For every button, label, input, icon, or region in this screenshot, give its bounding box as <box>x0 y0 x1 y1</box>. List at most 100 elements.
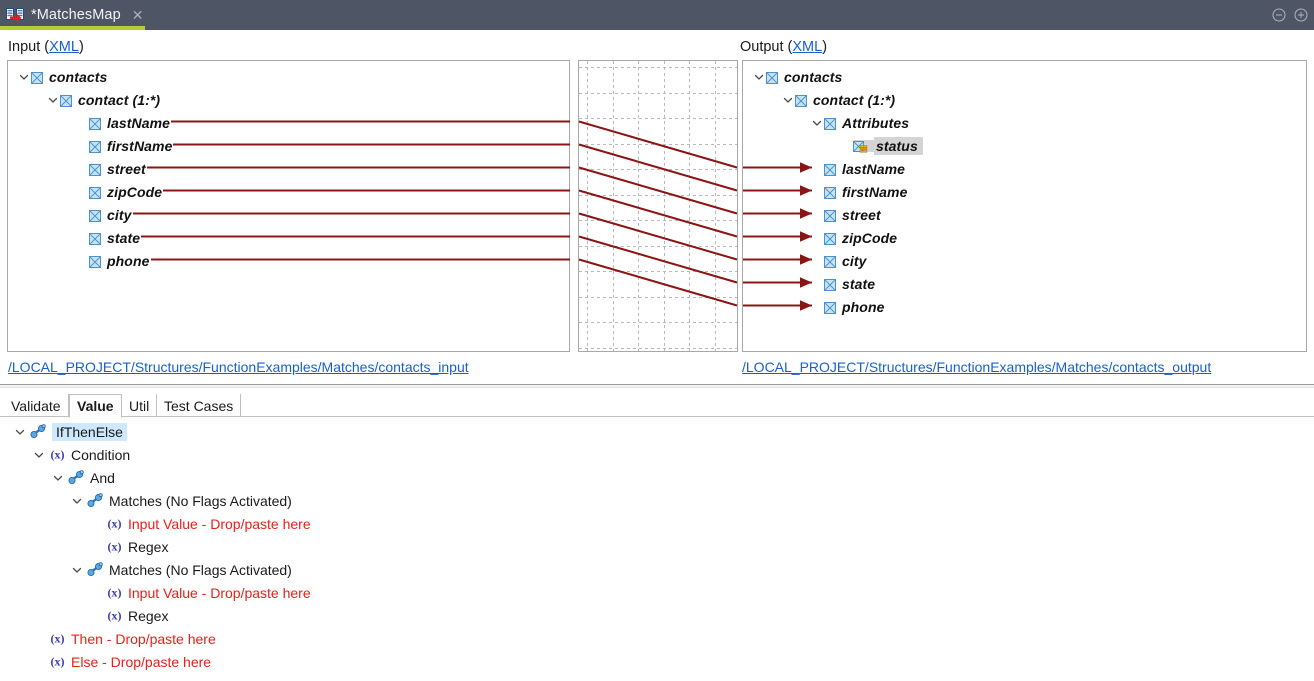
tree-row[interactable]: phone <box>8 249 569 272</box>
tree-spacer <box>86 581 106 604</box>
tab-label: Util <box>129 398 149 414</box>
chevron-down-icon[interactable] <box>67 558 87 581</box>
grid-line-vertical <box>587 61 588 351</box>
grid-line-vertical <box>689 61 690 351</box>
tree-row-label: Attributes <box>842 115 909 131</box>
output-structure-path-link[interactable]: /LOCAL_PROJECT/Structures/FunctionExampl… <box>742 359 1211 375</box>
tree-spacer <box>810 226 824 249</box>
bottom-tab-underline <box>0 416 1314 417</box>
tree-row[interactable]: contacts <box>8 65 569 88</box>
chevron-down-icon[interactable] <box>48 466 68 489</box>
chevron-down-icon[interactable] <box>29 443 49 466</box>
tree-row-label: city <box>107 207 132 223</box>
tree-spacer <box>75 134 89 157</box>
value-tree-row[interactable]: (x)Else - Drop/paste here <box>0 650 1314 673</box>
map-structures-icon <box>6 7 24 23</box>
attribute-icon <box>853 140 874 152</box>
output-structure-panel[interactable]: contactscontact (1:*) Attributes status las… <box>742 60 1307 352</box>
value-tree-row[interactable]: And <box>0 466 1314 489</box>
tree-row-label: zipCode <box>107 184 162 200</box>
value-tree-row[interactable]: (x)Input Value - Drop/paste here <box>0 581 1314 604</box>
element-icon <box>60 94 72 106</box>
tree-row[interactable]: contact (1:*) <box>8 88 569 111</box>
function-icon <box>30 424 47 439</box>
chevron-down-icon[interactable] <box>781 88 795 111</box>
value-tree-row-label: Input Value - Drop/paste here <box>128 585 311 601</box>
element-icon <box>89 117 101 129</box>
tree-row[interactable]: firstName <box>743 180 1306 203</box>
tree-row[interactable]: city <box>743 249 1306 272</box>
svg-text:(x): (x) <box>108 609 122 623</box>
tree-row[interactable]: status <box>743 134 1306 157</box>
element-icon <box>89 209 101 221</box>
window-controls <box>1272 0 1308 30</box>
tree-spacer <box>86 604 106 627</box>
section-divider <box>0 384 1314 388</box>
grid-line-horizontal <box>579 220 737 221</box>
value-tree-row[interactable]: (x)Input Value - Drop/paste here <box>0 512 1314 535</box>
value-tree-row[interactable]: (x)Regex <box>0 535 1314 558</box>
tree-row[interactable]: city <box>8 203 569 226</box>
chevron-down-icon[interactable] <box>17 65 31 88</box>
tree-row-label: street <box>107 161 146 177</box>
tree-row[interactable]: Attributes <box>743 111 1306 134</box>
tree-row[interactable]: contacts <box>743 65 1306 88</box>
tree-row[interactable]: state <box>743 272 1306 295</box>
tree-spacer <box>810 295 824 318</box>
value-tree-row[interactable]: (x)Regex <box>0 604 1314 627</box>
tree-spacer <box>75 111 89 134</box>
tree-row-label: firstName <box>842 184 907 200</box>
tree-spacer <box>810 203 824 226</box>
tree-row[interactable]: lastName <box>743 157 1306 180</box>
chevron-down-icon[interactable] <box>67 489 87 512</box>
tree-row[interactable]: firstName <box>8 134 569 157</box>
tree-row[interactable]: phone <box>743 295 1306 318</box>
tree-spacer <box>810 180 824 203</box>
tree-row[interactable]: lastName <box>8 111 569 134</box>
tab-validate[interactable]: Validate <box>4 394 69 417</box>
value-expression-tree: IfThenElse(x)ConditionAndMatches (No Fla… <box>0 420 1314 673</box>
maximize-circle-icon[interactable] <box>1294 8 1308 22</box>
tree-row-label: phone <box>842 299 885 315</box>
tree-spacer <box>839 134 853 157</box>
tab-util[interactable]: Util <box>122 394 157 417</box>
mapping-canvas-panel[interactable] <box>578 60 738 352</box>
value-tree-row-label: Matches (No Flags Activated) <box>109 562 292 578</box>
tree-row-label: lastName <box>842 161 905 177</box>
value-tree-row[interactable]: (x)Condition <box>0 443 1314 466</box>
close-icon[interactable]: ✕ <box>132 8 144 22</box>
element-icon <box>89 255 101 267</box>
tree-row[interactable]: street <box>8 157 569 180</box>
input-header-prefix: Input ( <box>8 39 49 55</box>
input-xml-link[interactable]: XML <box>49 39 79 55</box>
tree-row[interactable]: zipCode <box>8 180 569 203</box>
chevron-down-icon[interactable] <box>752 65 766 88</box>
value-tree-row[interactable]: (x)Then - Drop/paste here <box>0 627 1314 650</box>
value-tree-row[interactable]: IfThenElse <box>0 420 1314 443</box>
input-structure-path-link[interactable]: /LOCAL_PROJECT/Structures/FunctionExampl… <box>8 359 469 375</box>
element-icon <box>824 186 836 198</box>
tree-spacer <box>810 157 824 180</box>
input-tree: contacts contact (1:*) lastNamefirstName st… <box>8 65 569 272</box>
output-xml-link[interactable]: XML <box>792 39 822 55</box>
tree-row[interactable]: contact (1:*) <box>743 88 1306 111</box>
tree-row-label: status <box>874 137 923 155</box>
tree-spacer <box>75 157 89 180</box>
chevron-down-icon[interactable] <box>46 88 60 111</box>
grid-line-horizontal <box>579 348 737 349</box>
tree-row-label: contact (1:*) <box>78 92 160 108</box>
tree-row[interactable]: zipCode <box>743 226 1306 249</box>
tree-row[interactable]: state <box>8 226 569 249</box>
value-tree-row[interactable]: Matches (No Flags Activated) <box>0 558 1314 581</box>
svg-text:(x): (x) <box>51 632 65 646</box>
function-icon <box>87 493 104 508</box>
tree-row[interactable]: street <box>743 203 1306 226</box>
input-structure-panel[interactable]: contacts contact (1:*) lastNamefirstName st… <box>7 60 570 352</box>
minimize-circle-icon[interactable] <box>1272 8 1286 22</box>
chevron-down-icon[interactable] <box>10 420 30 443</box>
grid-line-horizontal <box>579 144 737 145</box>
chevron-down-icon[interactable] <box>810 111 824 134</box>
value-tree-row[interactable]: Matches (No Flags Activated) <box>0 489 1314 512</box>
tab-test-cases[interactable]: Test Cases <box>157 394 241 417</box>
tab-value[interactable]: Value <box>69 394 122 418</box>
